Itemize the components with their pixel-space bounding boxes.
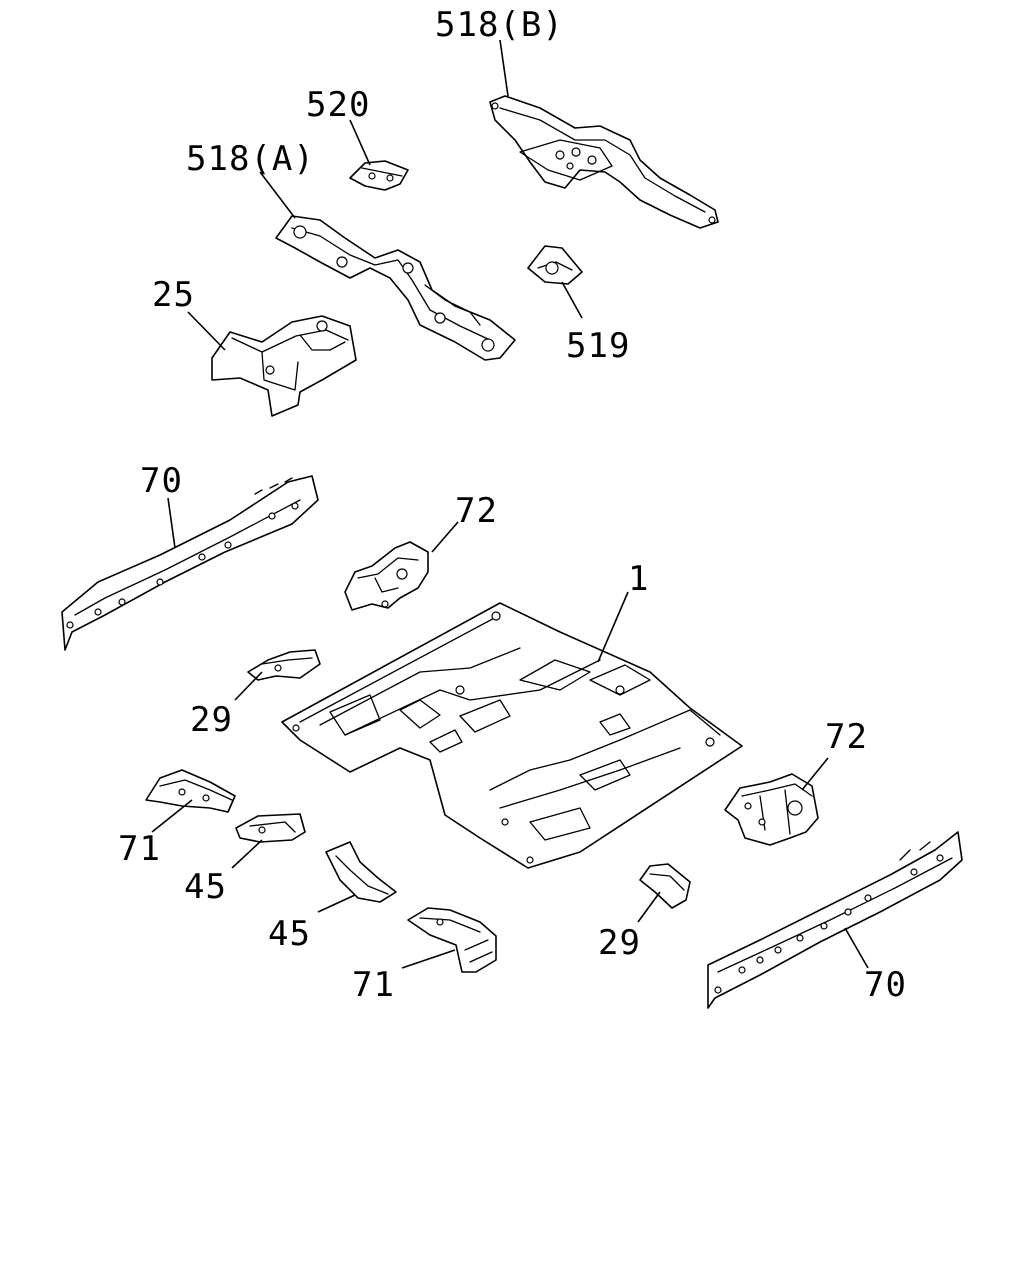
part-518b-rear-crossmember[interactable] (489, 95, 719, 229)
callout-70-left: 70 (140, 461, 183, 501)
part-25-bracket[interactable] (211, 315, 357, 417)
part-72-right-bracket[interactable] (724, 773, 819, 846)
callout-72-right: 72 (825, 717, 868, 757)
part-518a-front-crossmember[interactable] (275, 215, 516, 361)
part-29-right-bracket[interactable] (639, 863, 691, 909)
part-45-left-gusset[interactable] (235, 813, 306, 843)
callout-71-left: 71 (118, 829, 161, 869)
callout-45-center: 45 (268, 914, 311, 954)
callout-72-top: 72 (455, 491, 498, 531)
callout-45-left: 45 (184, 867, 227, 907)
callout-71-center: 71 (352, 965, 395, 1005)
part-29-left-bracket[interactable] (247, 649, 321, 681)
part-520-bracket[interactable] (349, 160, 409, 191)
callout-1: 1 (628, 559, 649, 599)
callout-29-left: 29 (190, 700, 233, 740)
part-71-center-bracket[interactable] (407, 907, 497, 973)
part-72-top-bracket[interactable] (344, 541, 429, 611)
callout-519: 519 (566, 326, 630, 366)
callout-70-right: 70 (864, 965, 907, 1005)
part-71-left-bracket[interactable] (145, 769, 236, 813)
part-70-left-side-sill[interactable] (61, 475, 319, 651)
part-45-center-gusset[interactable] (325, 841, 397, 903)
callout-518b: 518(B) (435, 5, 564, 45)
leader-lines (151, 39, 869, 969)
part-70-right-side-sill[interactable] (707, 831, 963, 1009)
callout-25: 25 (152, 275, 195, 315)
part-519-nut-bracket[interactable] (527, 245, 583, 285)
callout-518a: 518(A) (186, 139, 315, 179)
callout-29-right: 29 (598, 923, 641, 963)
callout-labels: 518(B) 520 518(A) 25 519 70 72 1 29 72 7… (118, 5, 907, 1005)
callout-520: 520 (306, 85, 370, 125)
part-1-floor-panel[interactable] (281, 602, 743, 869)
